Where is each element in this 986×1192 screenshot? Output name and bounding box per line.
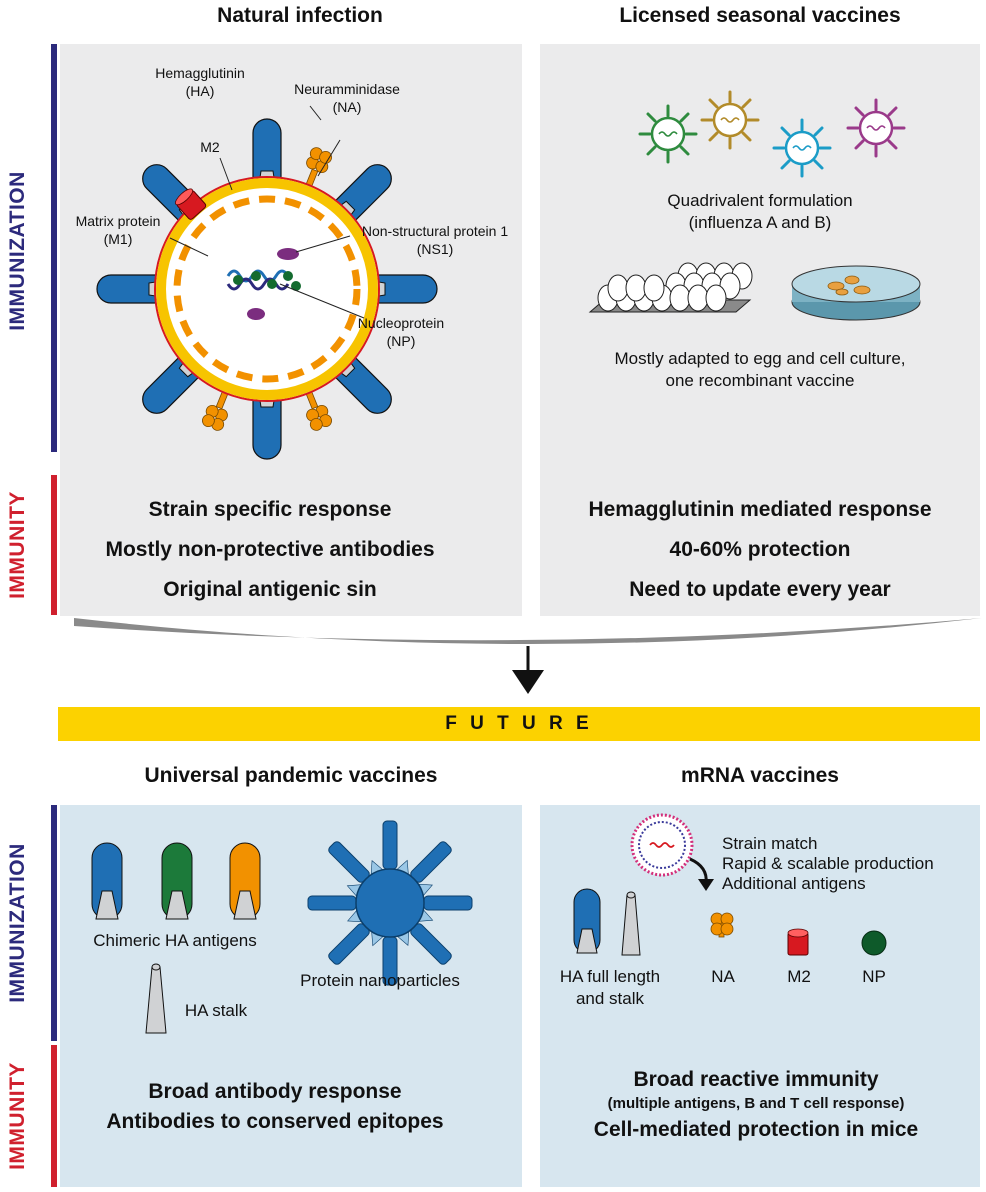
feature-additional-antigens: Additional antigens: [722, 874, 866, 893]
ns1-label: Non-structural protein 1 (NS1): [361, 223, 509, 257]
m2-label: M2: [200, 139, 220, 155]
nanoparticles-label: Protein nanoparticles: [300, 971, 460, 990]
green-virus-icon: [638, 104, 698, 164]
br-immunity-last: Cell-mediated protection in mice: [593, 1118, 919, 1141]
petri-dish-icon: [791, 265, 921, 321]
quadrivalent-text: Quadrivalent formulation (influenza A an…: [667, 191, 853, 232]
immunity-bar-bottom: [51, 1045, 57, 1187]
chimeric-ha-orange-icon: [229, 842, 261, 920]
m2-icon: [787, 928, 809, 956]
ha-full-length-label: HA full length and stalk: [559, 967, 661, 1008]
universal-vaccines-title: Universal pandemic vaccines: [144, 764, 438, 787]
br-immunity-sub: (multiple antigens, B and T cell respons…: [607, 1095, 905, 1112]
licensed-vaccines-title: Licensed seasonal vaccines: [619, 4, 901, 27]
mrna-vaccines-graphics: [573, 813, 887, 956]
licensed-vaccines-panel: [540, 44, 980, 616]
immunization-label-bottom: IMMUNIZATION: [6, 843, 29, 1003]
gold-virus-icon: [700, 90, 760, 150]
mrna-vaccines-panel: [540, 805, 980, 1187]
chimeric-ha-green-icon: [161, 842, 193, 920]
bl-immunity-2: Antibodies to conserved epitopes: [106, 1110, 444, 1133]
ha-label: Hemagglutinin (HA): [155, 65, 245, 99]
ns1-icon: [277, 248, 299, 260]
immunization-label-top: IMMUNIZATION: [6, 171, 29, 331]
feature-rapid-production: Rapid & scalable production: [722, 854, 934, 873]
immunization-bar-bottom: [51, 805, 57, 1041]
cyan-virus-icon: [772, 118, 832, 178]
licensed-vaccines-graphics: [588, 90, 921, 321]
protein-nanoparticle-icon: [307, 820, 473, 986]
np-label-mrna: NP: [862, 967, 886, 986]
immunization-bar-top: [51, 44, 57, 452]
ha-stalk-icon: [145, 963, 167, 1034]
universal-vaccines-graphics: [91, 820, 473, 1034]
matrix-protein-ring: [173, 195, 361, 383]
na-label: Neuramminidase (NA): [294, 81, 400, 115]
ha-full-length-icon: [573, 888, 601, 954]
tl-immunity-1: Strain specific response: [148, 498, 392, 521]
natural-infection-title: Natural infection: [217, 4, 383, 27]
m1-label: Matrix protein (M1): [75, 213, 161, 247]
feature-strain-match: Strain match: [722, 834, 818, 853]
na-label-mrna: NA: [711, 967, 735, 986]
m2-channel-icon: [175, 188, 207, 220]
culture-text: Mostly adapted to egg and cell culture, …: [614, 349, 906, 390]
convergence-bracket: [74, 618, 982, 694]
mrna-vaccines-title: mRNA vaccines: [681, 764, 839, 787]
bl-immunity-1: Broad antibody response: [148, 1080, 402, 1103]
chimeric-ha-blue-icon: [91, 842, 123, 920]
future-banner-text: F U T U R E: [445, 713, 593, 734]
tr-immunity-1: Hemagglutinin mediated response: [588, 498, 932, 521]
nucleoprotein-icon: [226, 269, 301, 291]
np-label: Nucleoprotein (NP): [357, 315, 445, 349]
curved-arrow-head-icon: [698, 879, 714, 891]
immunity-label-bottom: IMMUNITY: [6, 1062, 29, 1170]
tr-immunity-2: 40-60% protection: [669, 538, 851, 561]
ha-stalk-mrna-icon: [621, 891, 641, 956]
ha-stalk-label: HA stalk: [184, 1001, 248, 1020]
egg-tray-icon: [588, 262, 753, 313]
m2-label-mrna: M2: [787, 967, 811, 986]
future-banner: F U T U R E: [58, 707, 980, 741]
chimeric-ha-label: Chimeric HA antigens: [93, 931, 257, 950]
lipid-nanoparticle-icon: [630, 813, 694, 877]
immunity-bar-top: [51, 475, 57, 615]
na-icon: [710, 912, 734, 938]
influenza-virion-diagram: [96, 105, 438, 460]
np-icon: [861, 930, 887, 956]
tl-immunity-3: Original antigenic sin: [163, 578, 377, 601]
universal-vaccines-panel: [60, 805, 522, 1187]
tr-immunity-3: Need to update every year: [629, 578, 891, 601]
br-immunity-main: Broad reactive immunity: [633, 1068, 879, 1091]
tl-immunity-2: Mostly non-protective antibodies: [105, 538, 435, 561]
down-arrow-icon: [512, 670, 544, 694]
immunity-label-top: IMMUNITY: [6, 491, 29, 599]
magenta-virus-icon: [846, 98, 906, 158]
mrna-features-list: Strain match Rapid & scalable production…: [722, 834, 934, 894]
